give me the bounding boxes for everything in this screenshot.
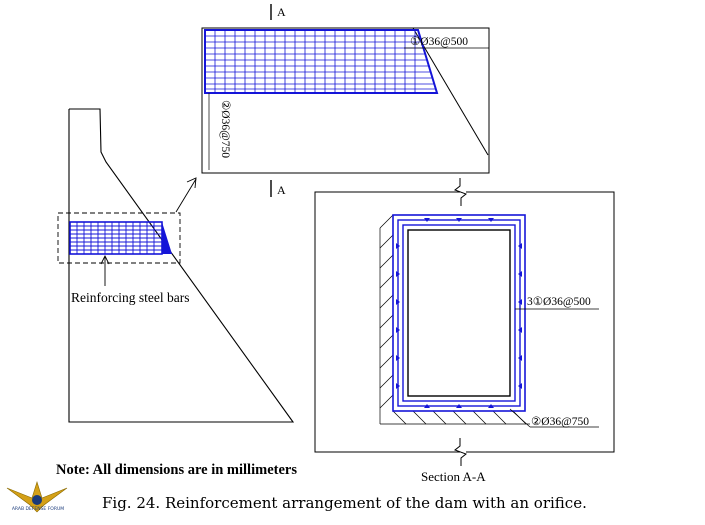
- dimensions-note: Note: All dimensions are in millimeters: [56, 462, 297, 478]
- reinforcing-steel-bars-label: Reinforcing steel bars: [71, 290, 189, 305]
- detail-leader-arrow: [175, 177, 197, 213]
- section-marker-top: A: [277, 5, 286, 19]
- callout-side-text: 3①Ø36@500: [527, 296, 591, 308]
- section-aa-label: Section A-A: [421, 469, 486, 484]
- figure-caption: Fig. 24. Reinforcement arrangement of th…: [102, 494, 587, 512]
- forum-logo: [6, 480, 68, 513]
- forum-logo-text: ARAB DEFENSE FORUM: [11, 507, 65, 512]
- detail-rebar-mesh: [204, 29, 439, 94]
- detail-slope-line: [412, 27, 489, 156]
- section-hatching: [379, 214, 530, 425]
- detail-callout-box: [57, 212, 181, 264]
- callout-top-text: ①Ø36@500: [410, 36, 468, 48]
- section-marker-bottom: A: [277, 183, 286, 197]
- section-aa-frame: [314, 178, 615, 466]
- dam-rebar-mesh: [69, 221, 163, 255]
- dam-section: [68, 108, 295, 423]
- callout-vertical-text: ②Ø36@750: [219, 100, 231, 158]
- callout-bottom-text: ②Ø36@750: [531, 416, 589, 428]
- mesh-slope-fill: [162, 222, 172, 254]
- rebar-markers: [396, 218, 522, 408]
- callout-bottom-leader: [509, 408, 531, 428]
- orifice-rebar: [392, 214, 526, 412]
- label-arrow: [100, 254, 110, 286]
- top-detail-frame: [201, 27, 490, 174]
